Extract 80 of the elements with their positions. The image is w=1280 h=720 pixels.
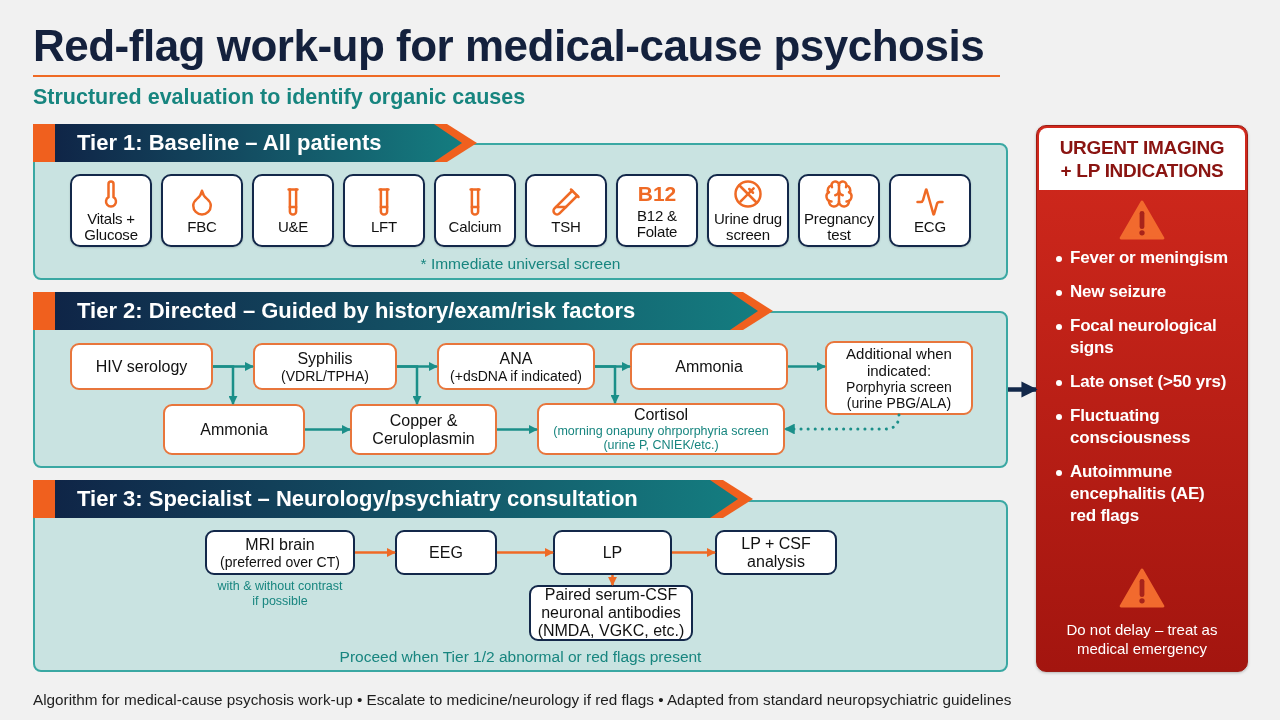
- test-name: Urine drug screen: [712, 210, 783, 243]
- alert-item: Fluctuating consciousness: [1070, 405, 1192, 449]
- step-name: LP + CSF analysis: [740, 534, 812, 571]
- panel-note: * Immediate universal screen: [420, 255, 621, 273]
- step-name: MRI brain: [245, 535, 315, 554]
- test-name: B12 & Folate: [635, 207, 679, 240]
- arrow: [355, 548, 396, 557]
- section-heading: Tier 1: Baseline – All patients: [76, 130, 382, 156]
- step-name: Cortisol: [633, 406, 689, 424]
- subtitle: Structured evaluation to identify organic causes: [33, 84, 526, 110]
- step-detail: (preferred over CT): [220, 553, 340, 570]
- test-card: [616, 174, 698, 247]
- section-heading: Tier 3: Specialist – Neurology/psychiatry consultation: [76, 486, 638, 512]
- arrow: [213, 365, 238, 405]
- alert-item: Focal neurological signs: [1070, 315, 1218, 359]
- test-name: TSH: [551, 218, 581, 235]
- test-name: FBC: [187, 218, 217, 235]
- arrow: [1008, 381, 1038, 398]
- step-name: EEG: [429, 543, 463, 562]
- test-step: [163, 404, 305, 455]
- arrow: [608, 575, 617, 586]
- arrow: [497, 548, 554, 557]
- alert-title: URGENT IMAGING + LP INDICATIONS: [1058, 136, 1226, 182]
- step-name: Additional when indicated:: [845, 345, 953, 379]
- test-card: [798, 174, 880, 247]
- step-detail: (VDRL/TPHA): [281, 367, 369, 384]
- test-card: [707, 174, 789, 247]
- step-name: ANA: [499, 349, 533, 368]
- step-detail: (+dsDNA if indicated): [450, 367, 582, 384]
- step-name: Paired serum-CSF neuronal antibodies (NMDA, VGKC, etc.): [536, 586, 686, 640]
- arrow: [305, 425, 351, 434]
- test-name: Vitals + Glucose: [83, 210, 139, 243]
- test-step: [825, 341, 973, 415]
- test-step: [630, 343, 788, 390]
- test-name: LFT: [370, 218, 398, 235]
- alert-item: Late onset (>50 yrs): [1070, 371, 1227, 393]
- diagram-title: Red-flag work-up for medical-cause psychosis: [33, 20, 985, 72]
- section-heading: Tier 2: Directed – Guided by history/exam/risk factors: [76, 298, 636, 324]
- alert-item: New seizure: [1070, 281, 1167, 303]
- step-name: Ammonia: [675, 357, 743, 376]
- node-note: with & without contrast if possible: [216, 579, 344, 609]
- test-card: [161, 174, 243, 247]
- test-step: [395, 530, 497, 575]
- test-step: [205, 530, 355, 575]
- test-card: [525, 174, 607, 247]
- arrow: [595, 365, 620, 404]
- test-card: [343, 174, 425, 247]
- step-detail: Porphyria screen (urine PBG/ALA): [845, 379, 953, 411]
- alert-item: Autoimmune encephalitis (AE) red flags: [1070, 461, 1206, 527]
- arrow: [672, 548, 716, 557]
- step-name: Copper & Ceruloplasmin: [371, 411, 476, 448]
- test-card: [434, 174, 516, 247]
- test-name: ECG: [914, 218, 946, 235]
- test-step: [537, 403, 785, 455]
- test-step: [437, 343, 595, 390]
- step-name: Ammonia: [200, 420, 268, 439]
- abbreviation-label: B12: [637, 181, 677, 206]
- test-step: [253, 343, 397, 390]
- step-detail: (morning onapuny ohrporphyria screen (urine P, CNIEK/etc.): [552, 424, 770, 452]
- panel-note: Proceed when Tier 1/2 abnormal or red flags present: [339, 648, 702, 666]
- step-name: LP: [602, 543, 623, 562]
- test-step: [350, 404, 497, 455]
- alert-panel: [1036, 125, 1248, 672]
- test-step: [553, 530, 672, 575]
- arrow: [397, 365, 422, 405]
- test-step: [70, 343, 213, 390]
- alert-note: Do not delay – treat as medical emergency: [1065, 620, 1219, 658]
- test-name: Calcium: [448, 218, 502, 235]
- test-step: [715, 530, 837, 575]
- test-name: Pregnancy test: [803, 210, 875, 243]
- test-name: U&E: [277, 218, 309, 235]
- step-name: Syphilis: [297, 349, 353, 368]
- footer-caption: Algorithm for medical-cause psychosis work-up • Escalate to medicine/neurology if red flags • Adapted from standard neuropsychiatric guidelines: [33, 690, 1012, 709]
- test-card: [70, 174, 152, 247]
- test-card: [252, 174, 334, 247]
- step-name: HIV serology: [95, 357, 188, 376]
- arrow: [788, 362, 826, 371]
- alert-item: Fever or meningism: [1070, 247, 1228, 269]
- arrow: [497, 425, 538, 434]
- test-card: [889, 174, 971, 247]
